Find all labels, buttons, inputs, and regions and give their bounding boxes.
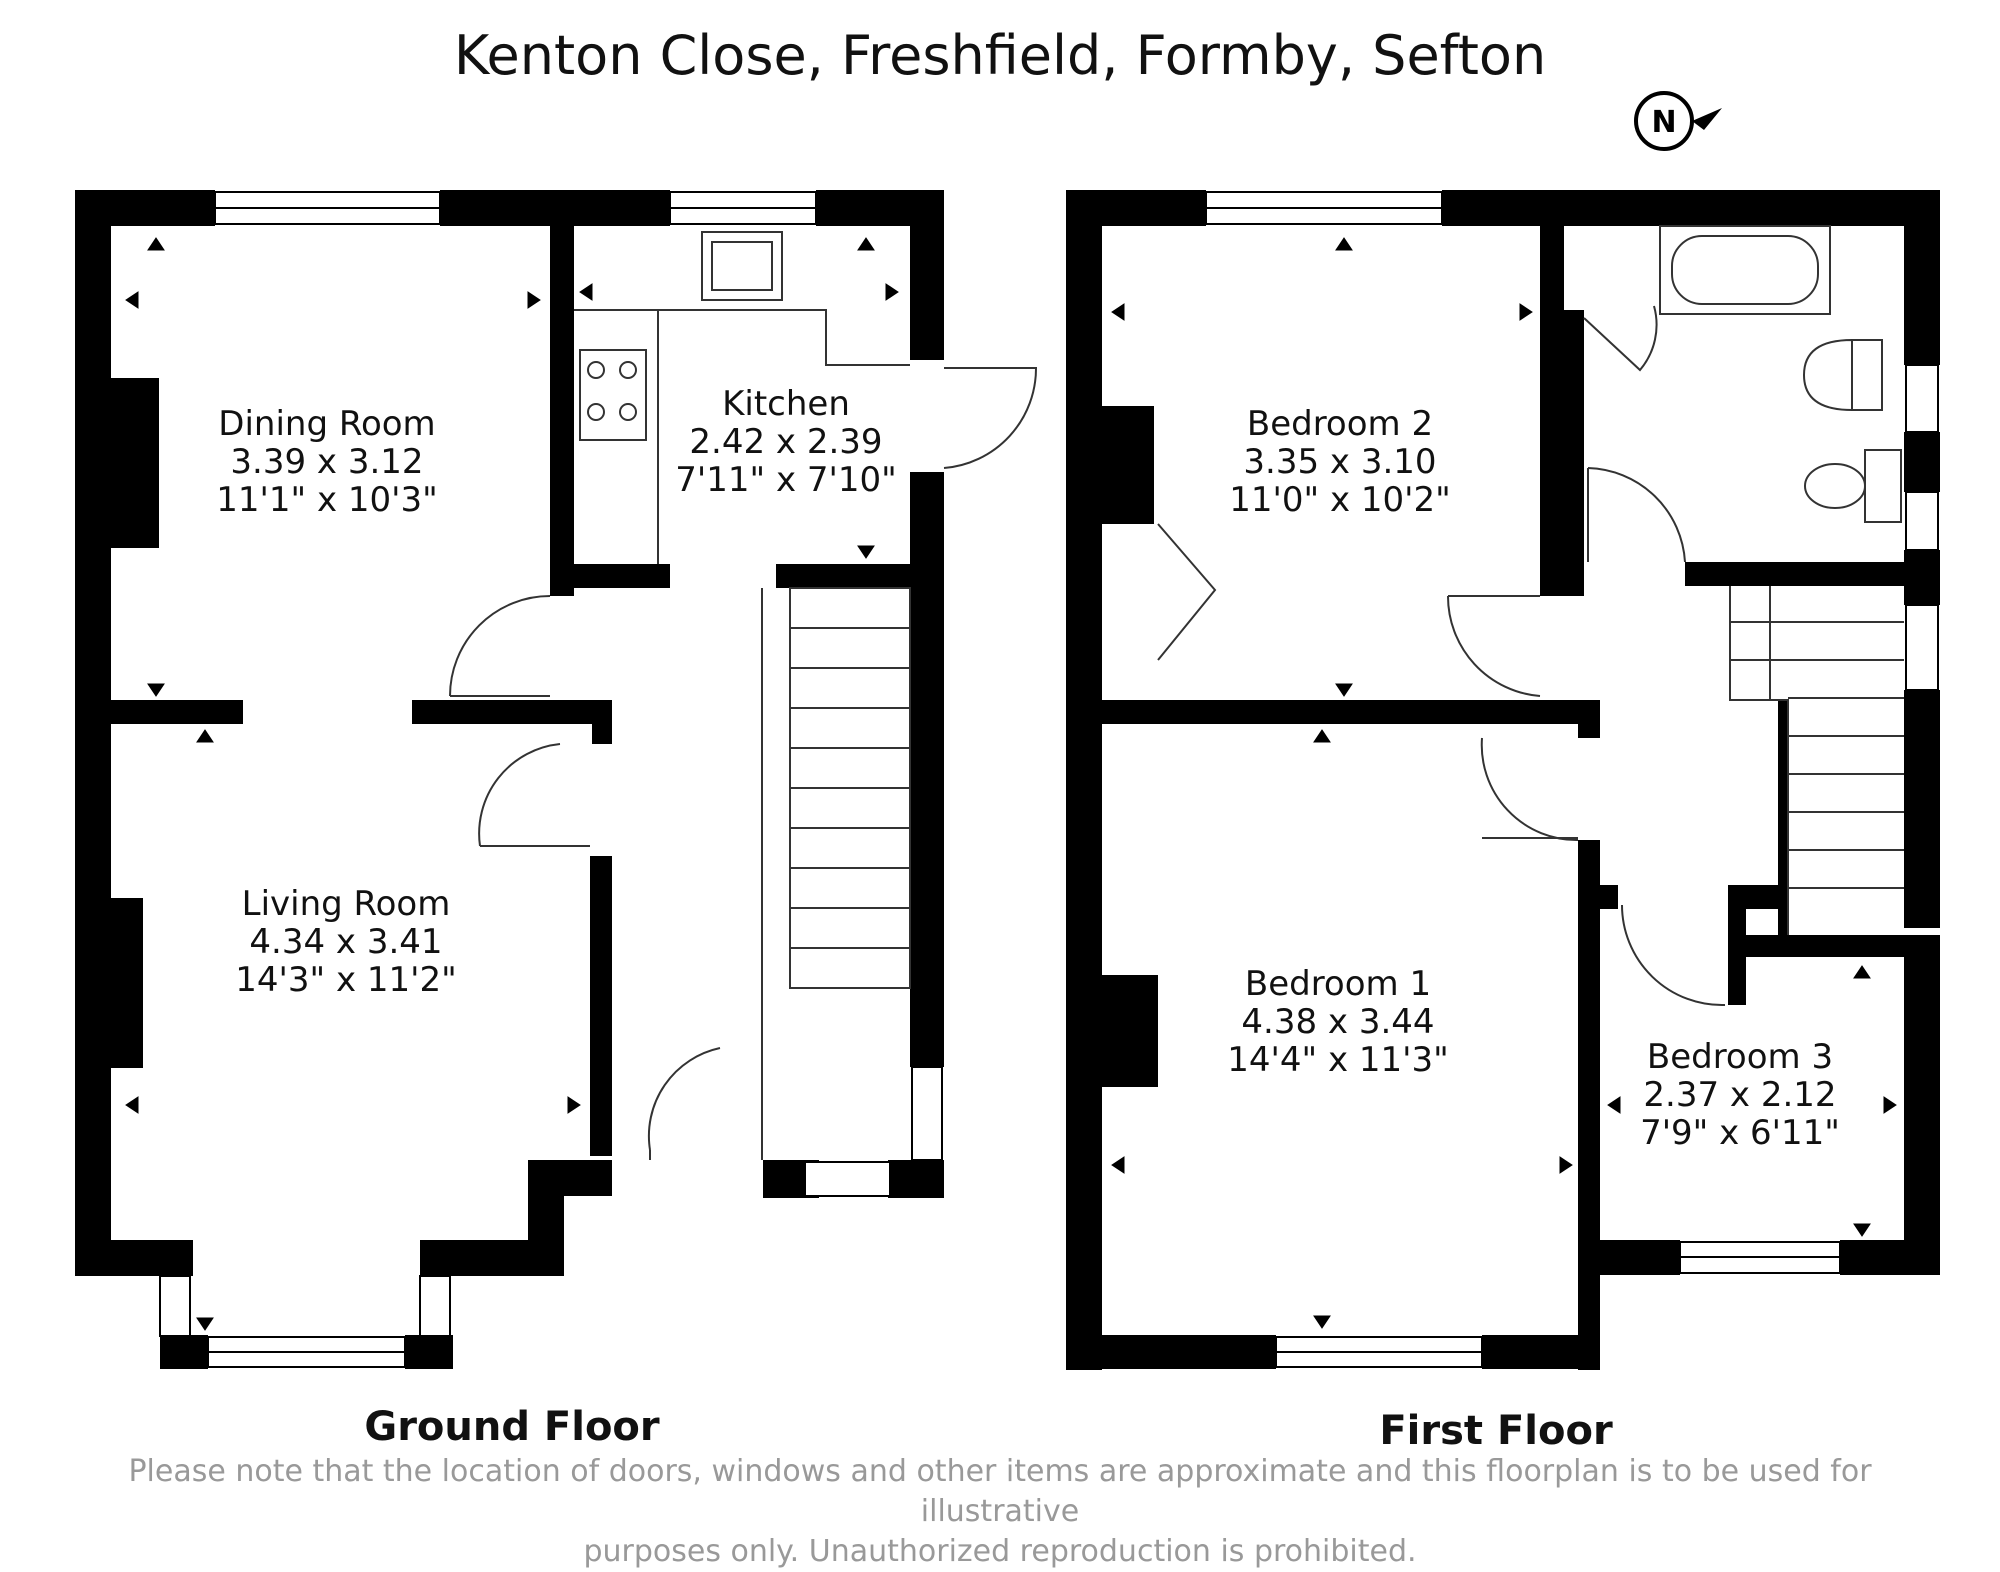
disclaimer-line-2: purposes only. Unauthorized reproduction…: [583, 1534, 1417, 1569]
room-imperial: 14'4" x 11'3": [1227, 1040, 1449, 1080]
room-metric: 2.37 x 2.12: [1643, 1075, 1836, 1115]
room-name: Kitchen: [722, 384, 850, 424]
bathroom-fixtures: [1659, 225, 1902, 523]
room-metric: 3.35 x 3.10: [1243, 442, 1436, 482]
room-bedroom-1: Bedroom 1 4.38 x 3.44 14'4" x 11'3": [1227, 964, 1449, 1080]
room-imperial: 11'0" x 10'2": [1229, 480, 1451, 520]
first-floor-walls: [1066, 190, 1940, 1370]
room-name: Bedroom 1: [1245, 964, 1431, 1004]
room-kitchen: Kitchen 2.42 x 2.39 7'11" x 7'10": [675, 384, 897, 500]
room-bedroom-2: Bedroom 2 3.35 x 3.10 11'0" x 10'2": [1229, 404, 1451, 520]
room-imperial: 11'1" x 10'3": [216, 480, 438, 520]
room-name: Bedroom 2: [1247, 404, 1433, 444]
room-imperial: 7'9" x 6'11": [1640, 1113, 1840, 1153]
ground-floor-plan: Dining Room 3.39 x 3.12 11'1" x 10'3" Ki…: [75, 190, 1038, 1450]
room-name: Bedroom 3: [1647, 1037, 1833, 1077]
compass-letter: N: [1651, 105, 1676, 140]
first-floor-measure-arrows: [1111, 237, 1897, 1329]
room-living-room: Living Room 4.34 x 3.41 14'3" x 11'2": [235, 884, 457, 1000]
north-arrow-icon: N: [1634, 91, 1722, 151]
floor-label-ground: Ground Floor: [364, 1404, 660, 1450]
room-name: Dining Room: [218, 404, 435, 444]
ground-measure-arrows: [125, 237, 899, 1331]
disclaimer: Please note that the location of doors, …: [100, 1452, 1900, 1572]
room-imperial: 7'11" x 7'10": [675, 460, 897, 500]
ground-floor-doors: [449, 367, 1038, 1160]
page-title: Kenton Close, Freshfield, Formby, Sefton: [453, 24, 1547, 87]
room-metric: 4.34 x 3.41: [249, 922, 442, 962]
room-name: Living Room: [242, 884, 451, 924]
room-imperial: 14'3" x 11'2": [235, 960, 457, 1000]
first-floor-staircase: [1729, 586, 1904, 935]
disclaimer-line-1: Please note that the location of doors, …: [128, 1454, 1872, 1529]
first-floor-plan: Bedroom 2 3.35 x 3.10 11'0" x 10'2" Bedr…: [1066, 190, 1940, 1454]
ground-staircase: [761, 587, 911, 1160]
room-bedroom-3: Bedroom 3 2.37 x 2.12 7'9" x 6'11": [1640, 1037, 1840, 1153]
first-floor-doors: [1157, 305, 1726, 1007]
room-metric: 2.42 x 2.39: [689, 422, 882, 462]
floor-label-first: First Floor: [1379, 1408, 1613, 1454]
ground-floor-walls: [75, 190, 944, 1369]
kitchen-fixtures: [574, 231, 910, 564]
first-floor-windows: [1205, 191, 1939, 1368]
ground-floor-windows: [159, 191, 943, 1368]
room-metric: 4.38 x 3.44: [1241, 1002, 1434, 1042]
room-metric: 3.39 x 3.12: [230, 442, 423, 482]
room-dining-room: Dining Room 3.39 x 3.12 11'1" x 10'3": [216, 404, 438, 520]
